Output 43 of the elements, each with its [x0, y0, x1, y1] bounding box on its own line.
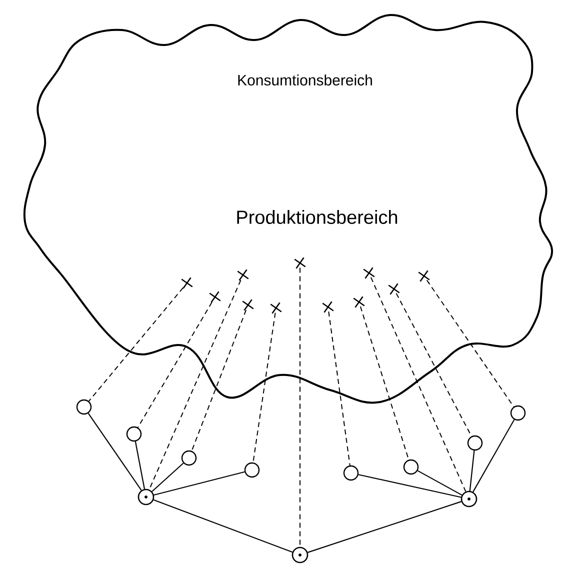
dashed-line — [370, 276, 466, 492]
cross-mark — [418, 270, 430, 282]
cross-mark — [208, 290, 222, 304]
cross-mark — [180, 276, 194, 290]
connector-line — [308, 501, 462, 553]
dashed-line — [137, 302, 212, 428]
cross-mark — [388, 282, 400, 296]
cross-mark — [236, 268, 250, 282]
cross-mark — [242, 298, 254, 312]
dotted-circle — [460, 490, 478, 508]
circle — [467, 435, 483, 451]
connector-line — [417, 470, 462, 496]
region-label: Produktionsbereich — [237, 210, 398, 224]
connector-line — [358, 474, 462, 498]
cross-mark — [270, 302, 282, 314]
dotted-circle — [138, 488, 154, 506]
dashed-line — [426, 280, 514, 408]
dashed-line — [252, 312, 276, 463]
circle — [244, 462, 260, 478]
cross-mark — [322, 300, 334, 314]
connector-line — [152, 462, 184, 492]
dashed-line — [328, 311, 350, 466]
region-label: Konsumtionsbereich — [238, 74, 372, 86]
circle — [403, 459, 419, 475]
cross-mark — [362, 266, 376, 280]
connector-line — [134, 441, 146, 490]
connector-line — [469, 450, 475, 491]
cross-mark — [352, 296, 366, 308]
circle — [510, 405, 526, 421]
cross-mark — [294, 256, 306, 270]
circle — [343, 465, 359, 481]
connector-line — [154, 471, 245, 496]
connector-line — [472, 419, 515, 492]
circle — [181, 450, 197, 466]
connector-line — [153, 499, 293, 553]
circle — [76, 399, 92, 415]
connector-line — [88, 412, 142, 491]
cloud — [23, 14, 553, 404]
dashed-line — [148, 280, 242, 490]
dashed-line — [88, 287, 184, 402]
circle — [126, 426, 142, 442]
dotted-circle — [292, 546, 308, 564]
dashed-line — [191, 310, 247, 452]
